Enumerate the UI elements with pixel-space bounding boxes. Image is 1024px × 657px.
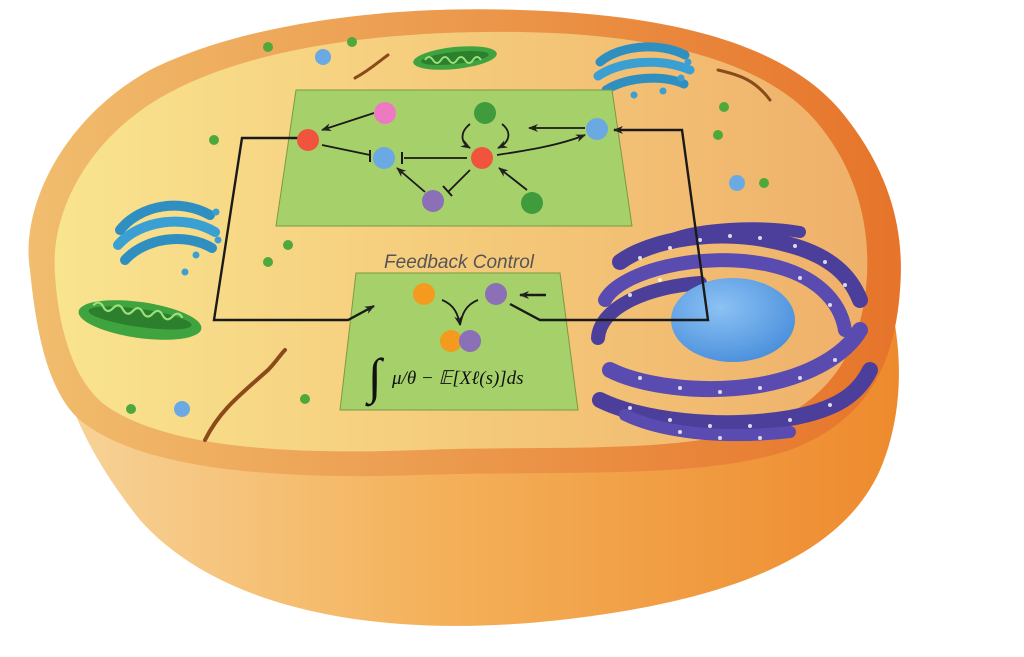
integral-symbol: ∫ [365,348,385,407]
node-green-top [474,102,496,124]
node-red-left [297,129,319,151]
controller-diagram [413,283,507,352]
node-green-bottom [521,192,543,214]
cytoplasm-surface [54,31,868,452]
golgi-top-right [593,42,695,99]
network-nodes [297,102,608,214]
node-blue-right [586,118,608,140]
cytoplasm-particles [126,37,772,442]
feedback-control-title: Feedback Control [384,252,535,273]
complex-purple [459,330,481,352]
network-edges [321,112,586,197]
node-pink [374,102,396,124]
endoplasmic-reticulum [591,222,878,442]
complex-orange [440,330,462,352]
integral-expression: μ/θ − 𝔼[Xℓ(s)]ds [391,368,524,389]
golgi-left [113,200,222,276]
node-red-center [471,147,493,169]
controller-node-orange [413,283,435,305]
mitochondrion-top [413,46,497,70]
controller-node-purple [485,283,507,305]
mitochondrion-left [78,300,202,340]
nucleus [671,278,795,362]
node-purple [422,190,444,212]
feedback-wires [212,126,710,322]
node-blue-left [373,147,395,169]
